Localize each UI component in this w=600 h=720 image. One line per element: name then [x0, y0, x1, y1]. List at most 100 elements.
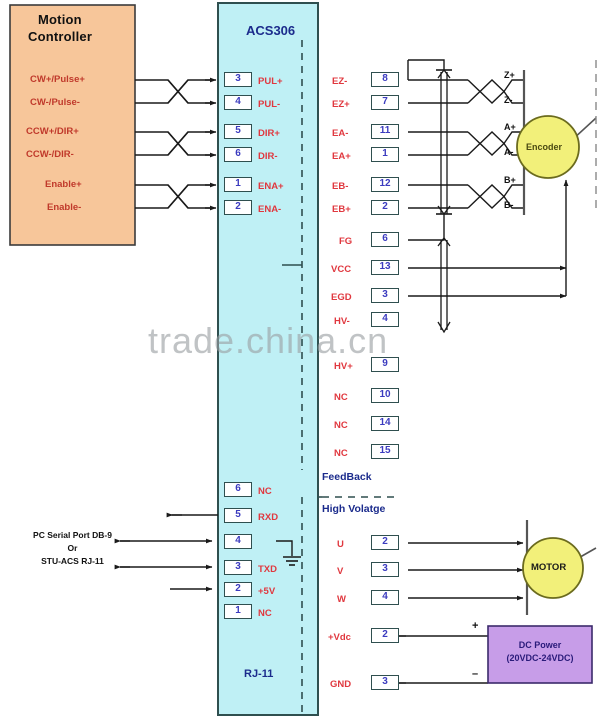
pin-box-fg[interactable]: 6 — [371, 232, 399, 247]
pin-number: 15 — [379, 445, 391, 456]
pin-box-gnd[interactable]: 3 — [371, 675, 399, 690]
pin-box-hv-plus[interactable]: 9 — [371, 357, 399, 372]
pin-box-eb-plus[interactable]: 2 — [371, 200, 399, 215]
pin-number: 3 — [235, 561, 241, 572]
power-label-line2: (20VDC-24VDC) — [506, 653, 574, 663]
pin-box-vcc[interactable]: 13 — [371, 260, 399, 275]
controller-signal-4: Enable+ — [45, 179, 82, 190]
pin-label-fg: FG — [339, 236, 353, 247]
pin-number: 4 — [235, 535, 241, 546]
pin-label-vdc: +Vdc — [328, 632, 351, 643]
pin-number: 3 — [382, 289, 388, 300]
pin-label-nc-15: NC — [334, 448, 348, 459]
pin-box-pul-plus[interactable]: 3 — [224, 72, 252, 87]
dc-power-block — [487, 625, 593, 684]
pin-box-ena-minus[interactable]: 2 — [224, 200, 252, 215]
pin-box-ez-minus[interactable]: 8 — [371, 72, 399, 87]
pin-label-u: U — [337, 539, 344, 550]
pin-box-u[interactable]: 2 — [371, 535, 399, 550]
pin-label-serial-nc-6: NC — [258, 486, 272, 497]
pin-number: 2 — [382, 201, 388, 212]
pin-label-hv-minus: HV- — [334, 316, 350, 327]
pin-box-rxd[interactable]: 5 — [224, 508, 252, 523]
pin-number: 3 — [382, 676, 388, 687]
pin-label-dir-minus: DIR- — [258, 151, 278, 162]
encoder-label: Encoder — [526, 142, 563, 152]
encoder-signal-a-plus: A+ — [504, 122, 516, 132]
pin-label-ena-plus: ENA+ — [258, 181, 284, 192]
pin-box-hv-minus[interactable]: 4 — [371, 312, 399, 327]
pin-label-ez-plus: EZ+ — [332, 99, 350, 110]
controller-signal-3: CCW-/DIR- — [26, 149, 74, 160]
pin-number: 9 — [382, 358, 388, 369]
pin-box-serial-nc-1[interactable]: 1 — [224, 604, 252, 619]
pin-box-vdc[interactable]: 2 — [371, 628, 399, 643]
pin-label-txd: TXD — [258, 564, 277, 575]
pin-number: 3 — [382, 563, 388, 574]
pin-number: 2 — [382, 629, 388, 640]
pin-number: 13 — [379, 261, 391, 272]
serial-note-line2: Or — [67, 543, 78, 553]
encoder-signal-z-plus: Z+ — [504, 70, 515, 80]
pin-label-v: V — [337, 566, 344, 577]
pin-box-ena-plus[interactable]: 1 — [224, 177, 252, 192]
pin-number: 2 — [235, 583, 241, 594]
pin-number: 1 — [235, 178, 241, 189]
pin-label-vcc: VCC — [331, 264, 352, 275]
pin-label-5v: +5V — [258, 586, 276, 597]
pin-number: 10 — [379, 389, 391, 400]
pin-box-v[interactable]: 3 — [371, 562, 399, 577]
controller-signal-1: CW-/Pulse- — [30, 97, 80, 108]
serial-note-line3: STU-ACS RJ-11 — [41, 556, 104, 566]
motion-controller-block — [9, 4, 136, 246]
pin-number: 12 — [379, 178, 391, 189]
pin-label-dir-plus: DIR+ — [258, 128, 280, 139]
pin-box-eb-minus[interactable]: 12 — [371, 177, 399, 192]
encoder-signal-a-minus: A- — [504, 147, 514, 157]
pin-box-ea-plus[interactable]: 1 — [371, 147, 399, 162]
pin-box-nc-15[interactable]: 15 — [371, 444, 399, 459]
pin-label-gnd: GND — [330, 679, 352, 690]
pin-box-txd[interactable]: 3 — [224, 560, 252, 575]
pin-label-ez-minus: EZ- — [332, 76, 348, 87]
pin-label-eb-plus: EB+ — [332, 204, 351, 215]
pin-box-ea-minus[interactable]: 11 — [371, 124, 399, 139]
pin-box-ez-plus[interactable]: 7 — [371, 95, 399, 110]
pin-box-w[interactable]: 4 — [371, 590, 399, 605]
pin-box-serial-nc-6[interactable]: 6 — [224, 482, 252, 497]
controller-signal-5: Enable- — [47, 202, 82, 213]
pin-number: 7 — [382, 96, 388, 107]
pin-box-nc-10[interactable]: 10 — [371, 388, 399, 403]
encoder-signal-b-plus: B+ — [504, 175, 516, 185]
encoder-circle — [516, 115, 580, 179]
pin-label-egd: EGD — [331, 292, 352, 303]
pin-label-rxd: RXD — [258, 512, 279, 523]
pin-box-pul-minus[interactable]: 4 — [224, 95, 252, 110]
pin-label-hv-plus: HV+ — [334, 361, 353, 372]
controller-title-line1: Motion — [38, 12, 82, 27]
pin-number: 1 — [235, 605, 241, 616]
pin-number: 6 — [382, 233, 388, 244]
pin-number: 4 — [382, 313, 388, 324]
pin-label-ea-plus: EA+ — [332, 151, 351, 162]
pin-number: 2 — [382, 536, 388, 547]
rj11-section-label: RJ-11 — [244, 668, 274, 680]
pin-label-w: W — [337, 594, 346, 605]
pin-box-5v[interactable]: 2 — [224, 582, 252, 597]
motor-label: MOTOR — [531, 562, 567, 573]
pin-number: 11 — [379, 125, 391, 136]
serial-note-line1: PC Serial Port DB-9 — [33, 530, 112, 540]
pin-box-dir-minus[interactable]: 6 — [224, 147, 252, 162]
pin-box-nc-14[interactable]: 14 — [371, 416, 399, 431]
pin-number: 3 — [235, 73, 241, 84]
pin-label-eb-minus: EB- — [332, 181, 349, 192]
pin-box-egd[interactable]: 3 — [371, 288, 399, 303]
watermark: trade.china.cn — [148, 320, 389, 361]
power-minus-sign: – — [472, 668, 479, 680]
highvoltage-section-label: High Volatge — [322, 503, 386, 515]
drive-title: ACS306 — [246, 23, 296, 38]
pin-box-dir-plus[interactable]: 5 — [224, 124, 252, 139]
pin-label-pul-minus: PUL- — [258, 99, 281, 110]
pin-box-serial-4[interactable]: 4 — [224, 534, 252, 549]
pin-label-pul-plus: PUL+ — [258, 76, 283, 87]
